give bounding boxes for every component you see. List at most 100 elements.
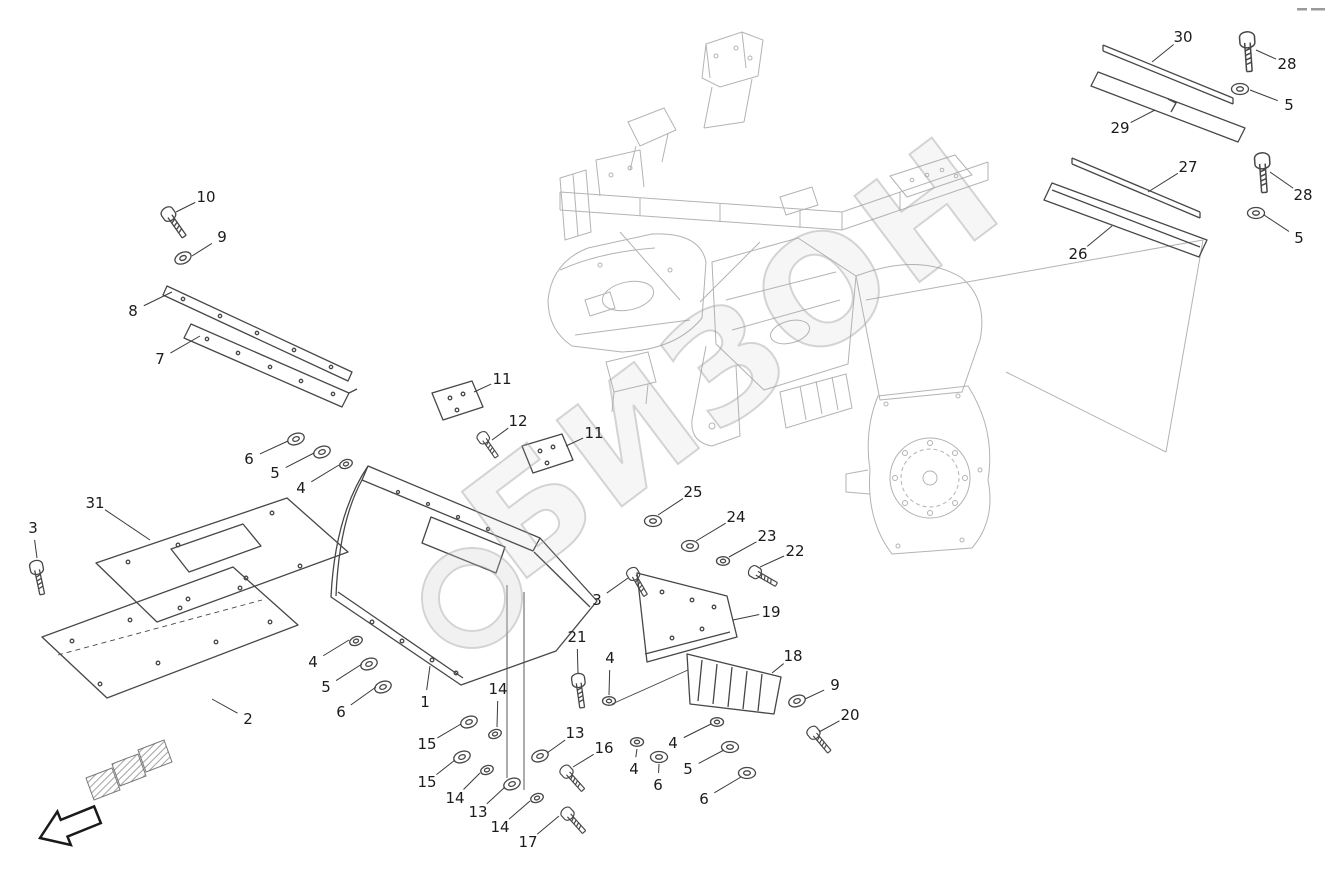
leader-line-26 xyxy=(1086,225,1113,247)
machine-frame-art xyxy=(547,31,1204,555)
leader-line-13 xyxy=(546,739,566,754)
leader-line-5 xyxy=(1249,89,1278,102)
leader-line-30 xyxy=(1151,44,1174,63)
watermark-ring-fill xyxy=(423,549,521,647)
washer-15-b xyxy=(451,748,473,766)
part-label-4: 4 xyxy=(629,760,639,778)
leader-line-4 xyxy=(683,723,712,739)
bolt-16 xyxy=(557,762,588,795)
leader-line-9 xyxy=(804,689,825,700)
leader-line-5 xyxy=(335,663,363,681)
part-label-2: 2 xyxy=(243,710,253,728)
part-label-11: 11 xyxy=(492,370,511,388)
corner-mark xyxy=(1297,8,1325,11)
leader-line-14 xyxy=(496,700,499,728)
washer-6-d xyxy=(737,766,757,780)
part-label-18: 18 xyxy=(783,647,802,665)
leader-line-14 xyxy=(463,772,481,790)
washer-5-c xyxy=(311,443,333,461)
part-label-4: 4 xyxy=(296,479,306,497)
part-label-14: 14 xyxy=(488,680,507,698)
washer-4-c xyxy=(601,696,617,706)
part-labels: 3028529272852610987111211654313252423223… xyxy=(28,28,1312,851)
parts-art xyxy=(28,30,1273,837)
part-label-5: 5 xyxy=(1284,96,1294,114)
leader-line-8 xyxy=(143,291,173,307)
washer-5-b xyxy=(1246,206,1266,220)
leader-line-4 xyxy=(608,669,611,696)
leader-line-2 xyxy=(211,698,238,714)
strip-30 xyxy=(1102,44,1234,105)
washer-9-a xyxy=(172,248,194,268)
bolt-20 xyxy=(804,723,835,757)
part-label-5: 5 xyxy=(270,464,280,482)
part-label-5: 5 xyxy=(1294,229,1304,247)
washer-4-e xyxy=(709,717,725,727)
direction-arrow-icon xyxy=(37,804,103,847)
bolt-3-a xyxy=(28,558,50,597)
leader-line-18 xyxy=(771,663,784,674)
washer-14-c xyxy=(528,791,546,805)
bolt-28-a xyxy=(1238,30,1258,73)
part-label-26: 26 xyxy=(1068,245,1087,263)
part-label-8: 8 xyxy=(128,302,138,320)
part-label-17: 17 xyxy=(518,833,537,851)
bolt-10 xyxy=(158,203,191,241)
part-label-25: 25 xyxy=(683,483,702,501)
part-label-21: 21 xyxy=(567,628,586,646)
washer-9-b xyxy=(786,692,808,710)
leader-line-5 xyxy=(1263,214,1290,232)
leader-line-11 xyxy=(565,437,584,447)
leader-line-5 xyxy=(285,452,315,468)
leader-line-25 xyxy=(657,498,684,516)
leader-line-15 xyxy=(436,759,456,775)
part-label-10: 10 xyxy=(196,188,215,206)
hatch-block xyxy=(137,739,173,773)
washer-23 xyxy=(715,556,731,566)
panel-1 xyxy=(330,465,598,686)
part-label-12: 12 xyxy=(508,412,527,430)
washer-4-b xyxy=(347,634,365,648)
leader-line-17 xyxy=(536,815,560,835)
washer-6-a xyxy=(285,430,307,448)
part-label-29: 29 xyxy=(1110,119,1129,137)
part-label-22: 22 xyxy=(785,542,804,560)
part-label-5: 5 xyxy=(321,678,331,696)
part-label-3: 3 xyxy=(592,591,602,609)
bracket-11-a xyxy=(431,380,484,421)
hatch-block xyxy=(111,753,147,787)
part-label-20: 20 xyxy=(840,706,859,724)
washer-24 xyxy=(680,539,700,553)
part-label-9: 9 xyxy=(830,676,840,694)
part-label-15: 15 xyxy=(417,773,436,791)
part-label-13: 13 xyxy=(565,724,584,742)
part-label-6: 6 xyxy=(699,790,709,808)
leader-line-11 xyxy=(473,383,492,393)
part-label-30: 30 xyxy=(1173,28,1192,46)
strip-29 xyxy=(1090,71,1246,143)
washer-4-a xyxy=(337,457,355,471)
leader-line-21 xyxy=(576,648,579,674)
construction-line xyxy=(611,669,689,705)
strip-27 xyxy=(1071,157,1201,219)
leader-line-27 xyxy=(1147,172,1179,193)
mount-guide-lines xyxy=(506,585,525,790)
strip-8 xyxy=(162,285,353,382)
part-label-6: 6 xyxy=(244,450,254,468)
leader-line-1 xyxy=(426,665,431,691)
hatch-block xyxy=(85,767,121,801)
part-label-23: 23 xyxy=(757,527,776,545)
bracket-18 xyxy=(686,653,782,715)
part-label-4: 4 xyxy=(668,734,678,752)
bolt-22 xyxy=(745,563,780,591)
bolt-17 xyxy=(558,804,589,837)
leader-line-16 xyxy=(572,753,595,768)
leader-line-9 xyxy=(191,242,213,257)
leader-line-28 xyxy=(1269,171,1294,189)
washer-5-e xyxy=(720,740,740,754)
part-label-16: 16 xyxy=(594,739,613,757)
part-label-19: 19 xyxy=(761,603,780,621)
washer-6-b xyxy=(372,678,394,696)
leader-lines xyxy=(34,44,1294,835)
